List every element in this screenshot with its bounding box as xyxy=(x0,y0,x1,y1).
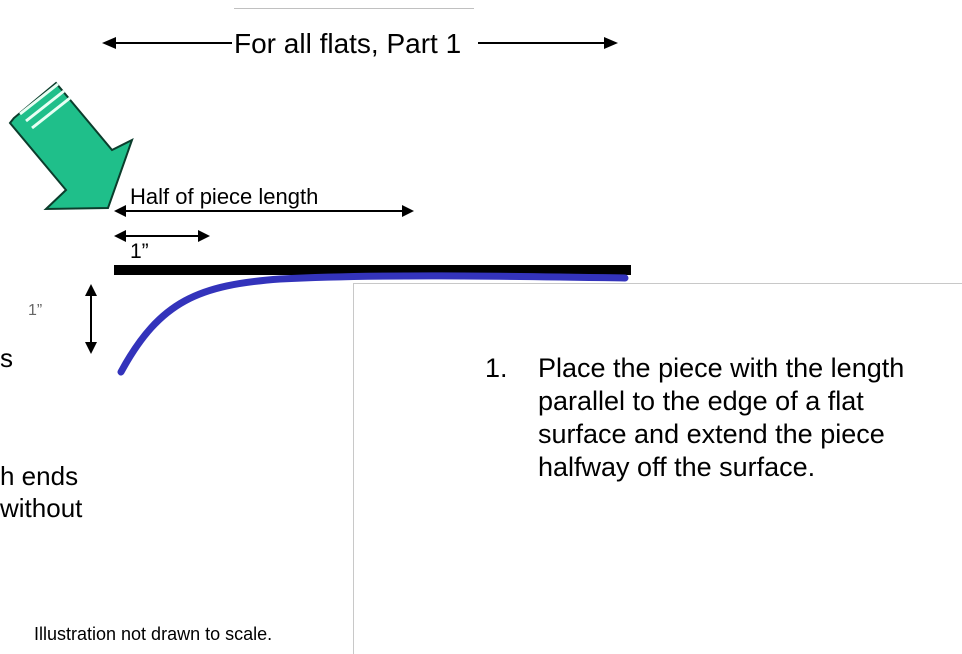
scale-note: Illustration not drawn to scale. xyxy=(34,624,273,644)
step-number: 1. xyxy=(485,353,508,383)
title-dimension-arrows xyxy=(102,37,618,49)
partial-text-s: s xyxy=(0,343,13,373)
step-text: Place the piece with the length parallel… xyxy=(538,353,905,482)
partial-inch-label: 1” xyxy=(28,302,43,319)
top-rule xyxy=(234,8,474,9)
diagram-title: For all flats, Part 1 xyxy=(234,28,462,59)
deflection-dimension-arrow xyxy=(85,284,97,354)
one-inch-dimension-arrow xyxy=(114,230,210,242)
half-length-label: Half of piece length xyxy=(130,184,319,209)
down-right-arrow-icon xyxy=(8,81,134,211)
panel-divider-horizontal xyxy=(353,283,962,284)
flat-surface-bar xyxy=(114,265,631,275)
curved-piece xyxy=(117,272,629,376)
partial-text-ends: h ends xyxy=(0,461,79,491)
one-inch-label: 1” xyxy=(130,240,149,262)
half-length-dimension-arrow xyxy=(114,205,414,217)
panel-divider-vertical xyxy=(353,284,354,654)
partial-text-without: without xyxy=(0,493,83,523)
